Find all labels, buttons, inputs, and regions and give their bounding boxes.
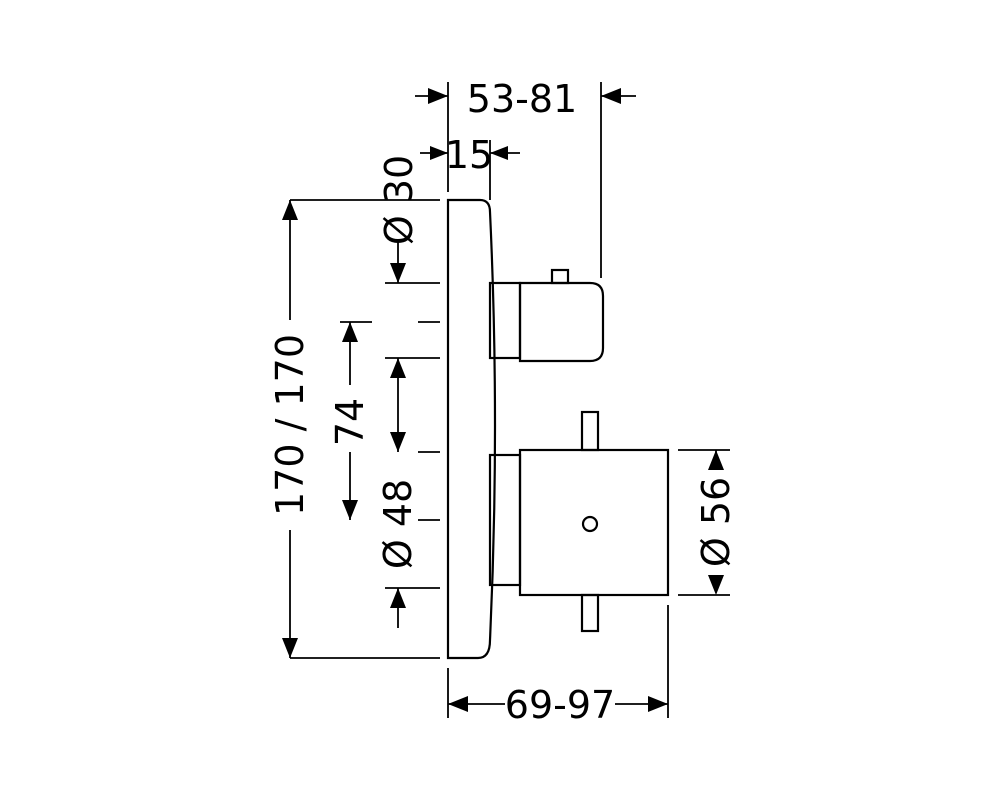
- dim-center-spacing: [342, 322, 358, 520]
- dim-depth-total-label: 53-81: [467, 77, 577, 121]
- top-knob: [488, 268, 605, 363]
- dim-height: [282, 200, 298, 658]
- bottom-handle: [488, 410, 670, 633]
- dim-diameter-handle-label: Ø 56: [694, 477, 738, 567]
- dim-diameter-top: [390, 240, 406, 283]
- dim-diameter-top-label: Ø 30: [377, 155, 421, 245]
- dim-plate-offset-label: 15: [445, 133, 493, 177]
- extension-lines: [290, 199, 440, 659]
- dim-depth-bottom-label: 69-97: [505, 683, 615, 727]
- dim-center-spacing-label: 74: [328, 398, 372, 446]
- dim-depth-bottom: [447, 605, 669, 718]
- wall-plate: [446, 198, 497, 660]
- dim-diameter-handle: [678, 449, 730, 596]
- dim-height-label: 170 / 170: [268, 334, 312, 516]
- dim-diameter-mid-label: Ø 48: [376, 479, 420, 569]
- dim-diameter-mid: [390, 358, 406, 628]
- dim-depth-total: [415, 82, 636, 278]
- dim-plate-offset: [420, 140, 520, 200]
